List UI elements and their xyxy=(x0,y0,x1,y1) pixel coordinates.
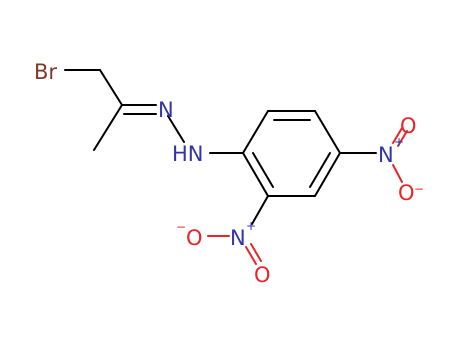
atom-oxygen-bottom-left: O xyxy=(186,226,203,250)
ring-bond-1 xyxy=(242,110,269,154)
atom-amine-nh: HN xyxy=(172,142,204,166)
charge-plus-right: + xyxy=(394,135,404,149)
ring-inner-bond-b xyxy=(309,152,331,188)
ring-bond-4 xyxy=(314,152,341,197)
ring-inner-bond-c xyxy=(252,152,274,188)
atom-imine-nitrogen: N xyxy=(158,98,174,122)
bond-ch2-c xyxy=(99,69,123,106)
charge-minus-bottom: − xyxy=(176,220,186,234)
nitro-bonds xyxy=(207,127,408,265)
bond-n-o-right-top-b xyxy=(397,130,408,147)
bond-n-o-bottom-right-a xyxy=(245,246,257,265)
ring-bond-6 xyxy=(242,152,269,197)
bond-n-o-right-bottom xyxy=(392,164,403,183)
bonds xyxy=(64,69,377,225)
bond-n-o-bottom-right-b xyxy=(250,243,262,262)
charge-plus-bottom: + xyxy=(246,219,256,233)
charge-minus-right: − xyxy=(414,182,424,196)
atom-nitro-nitrogen-right: N xyxy=(378,143,394,167)
ring-bond-3 xyxy=(314,110,341,154)
atom-oxygen-right-top: O xyxy=(400,114,417,138)
bond-n-nh xyxy=(167,115,185,143)
bond-n-o-right-top-a xyxy=(392,127,403,144)
atom-nitro-nitrogen-bottom: N xyxy=(230,226,246,250)
bond-c-ch3 xyxy=(93,104,123,151)
atom-bromine: Br xyxy=(34,60,57,84)
atom-oxygen-bottom-right: O xyxy=(254,263,271,287)
bond-ring-nitro-bottom xyxy=(251,195,269,225)
atom-oxygen-right-bottom: O xyxy=(398,181,415,205)
